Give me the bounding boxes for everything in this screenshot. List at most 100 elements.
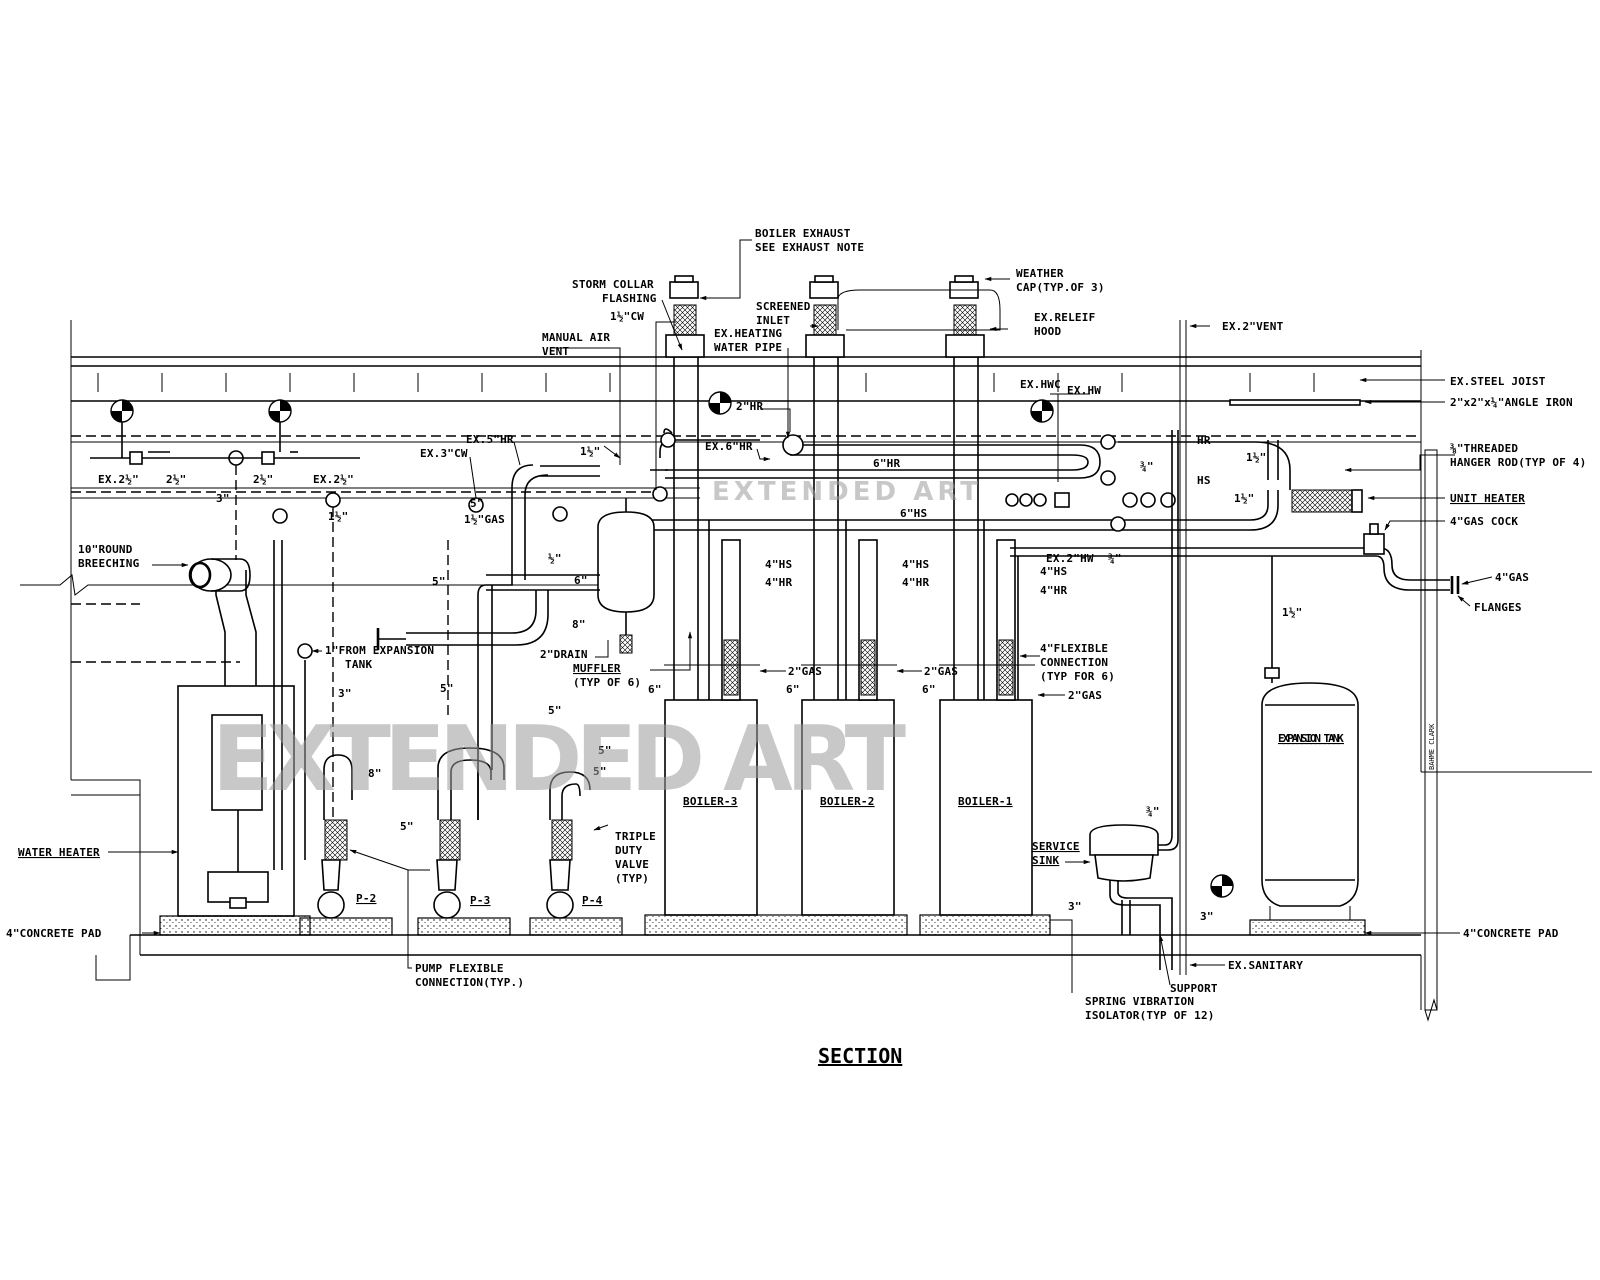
- label-weather-cap-2: CAP(TYP.OF 3): [1016, 281, 1105, 294]
- label-threaded-rod-1: ⅜"THREADED: [1450, 442, 1518, 455]
- label-triple-duty-2: DUTY: [615, 844, 642, 857]
- label-s-3-wh: 3": [216, 492, 230, 505]
- label-gas-2-b2: 2"GAS: [924, 665, 958, 678]
- label-hs-6: 6"HS: [900, 507, 927, 520]
- boiler-1-casing: [939, 699, 1033, 916]
- label-s-5-b: 5": [432, 575, 446, 588]
- label-s-5-p3a: 5": [598, 744, 612, 757]
- label-triple-duty-4: (TYP): [615, 872, 649, 885]
- label-hr-4-b1: 4"HR: [1040, 584, 1067, 597]
- label-pump-p3: P-3: [470, 894, 490, 907]
- label-from-exp-1: 1"FROM EXPANSION: [325, 644, 434, 657]
- label-s-5-p3c: 5": [400, 820, 414, 833]
- water-heater-unit: [159, 540, 311, 936]
- gauge-symbols: [110, 391, 1234, 898]
- label-pump-flex-1: PUMP FLEXIBLE: [415, 962, 504, 975]
- label-s-3-4-top: ¾": [1140, 460, 1154, 473]
- label-ex-heating-1: EX.HEATING: [714, 327, 782, 340]
- label-service-sink-2: SINK: [1032, 854, 1059, 867]
- label-flex-conn-1: 4"FLEXIBLE: [1040, 642, 1108, 655]
- label-unit-heater: UNIT HEATER: [1450, 492, 1525, 505]
- pumps: [299, 819, 623, 936]
- label-pump-p2: P-2: [356, 892, 376, 905]
- label-wall-clear: BAHME CLARK: [1428, 723, 1436, 770]
- label-muffler-typ: (TYP OF 6): [573, 676, 641, 689]
- expansion-tank-vessel: [1249, 556, 1366, 936]
- label-ex-sanitary: EX.SANITARY: [1228, 959, 1303, 972]
- label-screened-inlet-2: INLET: [756, 314, 790, 327]
- label-s-1-5-top: 1½": [580, 445, 600, 458]
- label-s-1-5-r2: 1½": [1234, 492, 1254, 505]
- label-s-5-c: 5": [440, 682, 454, 695]
- boiler-3-casing: [664, 699, 758, 916]
- label-gas-cock: 4"GAS COCK: [1450, 515, 1518, 528]
- label-gas-4: 4"GAS: [1495, 571, 1529, 584]
- label-pump-flex-2: CONNECTION(TYP.): [415, 976, 524, 989]
- label-gas-2-b3: 2"GAS: [788, 665, 822, 678]
- label-threaded-rod-2: HANGER ROD(TYP OF 4): [1450, 456, 1586, 469]
- label-manual-air-vent-2: VENT: [542, 345, 569, 358]
- label-s-5-p3b: 5": [593, 765, 607, 778]
- label-boiler-3: BOILER-3: [683, 795, 738, 808]
- boiler-flex-connections: [664, 520, 1035, 701]
- label-hr-6: 6"HR: [873, 457, 900, 470]
- label-s-3-4-gas: ¾": [1108, 552, 1122, 565]
- boiler-exhaust-stacks: [665, 275, 1187, 975]
- label-ex-hw: EX.HW: [1067, 384, 1101, 397]
- label-s-3-wh2: 3": [338, 687, 352, 700]
- label-hs-4-b1: 4"HS: [1040, 565, 1067, 578]
- label-s-8-p2: 8": [368, 767, 382, 780]
- exhaust-stack-2: [805, 275, 845, 700]
- steel-joist-hangers: [97, 373, 1315, 392]
- left-service-lines: [90, 422, 449, 820]
- label-support: SUPPORT: [1170, 982, 1218, 995]
- label-flex-conn-3: (TYP FOR 6): [1040, 670, 1115, 683]
- label-ex-heating-2: WATER PIPE: [714, 341, 782, 354]
- label-ex-releif-2: HOOD: [1034, 325, 1061, 338]
- pump-p2: [299, 819, 393, 936]
- label-angle-iron: 2"x2"x¼"ANGLE IRON: [1450, 396, 1573, 409]
- label-s-3-sink: 3": [1068, 900, 1082, 913]
- label-concrete-pad-left: 4"CONCRETE PAD: [6, 927, 102, 940]
- label-s-5-a: 5": [470, 497, 484, 510]
- label-s-6-mid: 6": [574, 574, 588, 587]
- label-ex-hwc: EX.HWC: [1020, 378, 1061, 391]
- label-hs-header: HS: [1197, 474, 1211, 487]
- label-from-exp-2: TANK: [345, 658, 372, 671]
- label-screened-inlet-1: SCREENED: [756, 300, 811, 313]
- label-pump-p4: P-4: [582, 894, 603, 907]
- label-service-sink-1: SERVICE: [1032, 840, 1080, 853]
- label-flex-conn-2: CONNECTION: [1040, 656, 1108, 669]
- label-s-2-5-b: 2½": [253, 473, 273, 486]
- label-s-8-mid: 8": [572, 618, 586, 631]
- label-gas-2-b1: 2"GAS: [1068, 689, 1102, 702]
- label-hr-header: HR: [1197, 434, 1211, 447]
- section-title: SECTION: [818, 1044, 902, 1068]
- watermark-large: EXTENDED ART: [212, 707, 912, 812]
- label-boiler-exhaust-2: SEE EXHAUST NOTE: [755, 241, 864, 254]
- label-round-breeching-2: BREECHING: [78, 557, 140, 570]
- label-s-2-5-a: 2½": [166, 473, 186, 486]
- label-s-1-5-wh: 1½": [328, 510, 348, 523]
- label-concrete-pad-right: 4"CONCRETE PAD: [1463, 927, 1559, 940]
- exhaust-stack-1: [665, 275, 705, 700]
- boiler-2-casing: [801, 699, 895, 916]
- label-s-6-b1: 6": [922, 683, 936, 696]
- label-ex-steel-joist: EX.STEEL JOIST: [1450, 375, 1546, 388]
- label-ex-2-hw: EX.2"HW: [1046, 552, 1094, 565]
- leader-lines: [108, 239, 1493, 993]
- label-manual-air-vent-1: MANUAL AIR: [542, 331, 610, 344]
- label-s-5-d: 5": [548, 704, 562, 717]
- label-ex-6-hr: EX.6"HR: [705, 440, 753, 453]
- label-ex-2-5-b: EX.2½": [313, 473, 354, 486]
- label-storm-collar-2: FLASHING: [602, 292, 657, 305]
- service-sink-unit: [1089, 430, 1179, 970]
- label-hs-4-b2: 4"HS: [902, 558, 929, 571]
- label-storm-collar-1: STORM COLLAR: [572, 278, 654, 291]
- label-s-1-2-air: ½": [548, 552, 562, 565]
- label-s-6-b3: 6": [648, 683, 662, 696]
- label-round-breeching-1: 10"ROUND: [78, 543, 133, 556]
- label-spring-iso-2: ISOLATOR(TYP OF 12): [1085, 1009, 1215, 1022]
- label-boiler-exhaust-1: BOILER EXHAUST: [755, 227, 851, 240]
